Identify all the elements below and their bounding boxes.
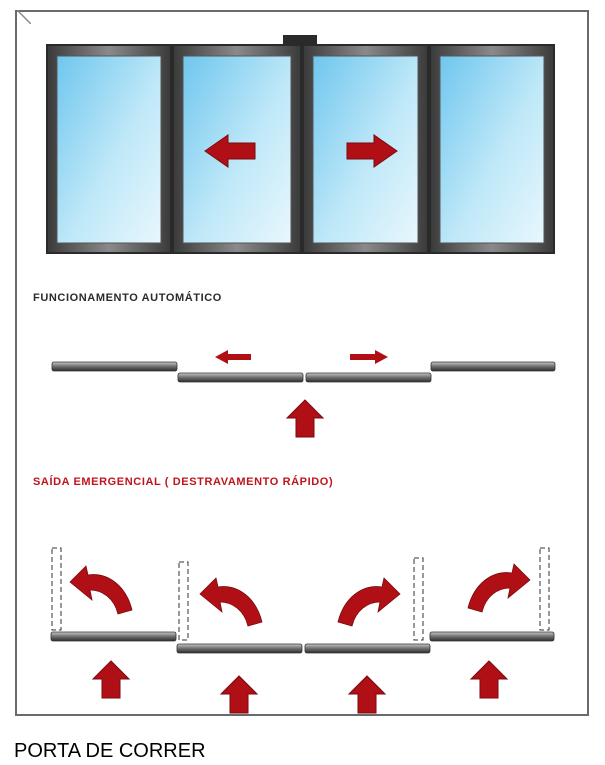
open-panel-outline [539, 547, 550, 631]
arrow-up-icon [285, 399, 325, 438]
arrow-left-icon [215, 350, 251, 364]
arrow-up-icon [219, 675, 259, 714]
panel-bar-fixed-left [50, 631, 177, 642]
curved-arrow-left-icon [199, 577, 263, 627]
arrow-up-icon [347, 675, 387, 714]
automatic-plan-view [51, 350, 556, 438]
curved-arrow-right-icon [337, 577, 401, 627]
heading-emergency-exit: SAÍDA EMERGENCIAL ( DESTRAVAMENTO RÁPIDO… [33, 476, 334, 488]
fixed-panel-right [429, 44, 555, 254]
door-front-view [46, 35, 555, 254]
emergency-plan-view [50, 547, 555, 714]
panel-bar-sliding-right [305, 372, 432, 383]
panel-bar-fixed-right [430, 361, 556, 372]
panel-bar-fixed-left [51, 361, 178, 372]
panel-bar-fixed-right [429, 631, 555, 642]
panel-bar-sliding-left [176, 643, 303, 654]
arrow-up-icon [469, 660, 509, 699]
arrow-left-icon [204, 134, 256, 168]
arrow-right-icon [350, 350, 388, 364]
frame-corner-fold [17, 10, 31, 24]
arrow-right-icon [346, 134, 398, 168]
open-panel-outline [51, 547, 62, 631]
heading-automatic-operation: FUNCIONAMENTO AUTOMÁTICO [33, 292, 222, 304]
arrow-up-icon [91, 660, 131, 699]
curved-arrow-right-icon [467, 563, 531, 613]
door-operator-box [283, 35, 317, 45]
open-panel-outline [413, 557, 424, 641]
panel-bar-sliding-right [304, 643, 431, 654]
fixed-panel-left [46, 44, 172, 254]
curved-arrow-left-icon [69, 565, 133, 615]
figure-caption: PORTA DE CORRER [14, 740, 206, 762]
panel-bar-sliding-left [177, 372, 304, 383]
open-panel-outline [178, 561, 189, 641]
